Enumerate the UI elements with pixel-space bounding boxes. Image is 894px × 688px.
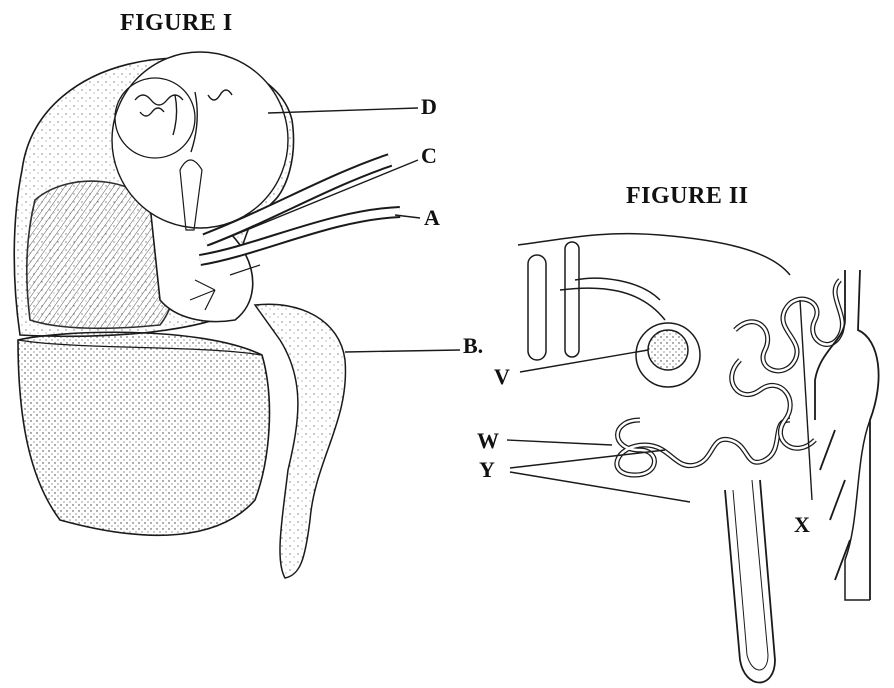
label-W: W	[477, 428, 499, 454]
figure2-nephron	[518, 234, 879, 683]
vessel-left-1	[528, 255, 546, 360]
figure1-title: FIGURE I	[120, 10, 233, 37]
label-V: V	[494, 364, 510, 390]
kidney-lower-lobe	[18, 332, 269, 535]
label-B: B.	[463, 333, 483, 359]
leader-Y1	[510, 450, 665, 468]
leader-W	[507, 440, 612, 445]
leader-B	[345, 350, 460, 352]
figure1-kidney	[14, 52, 400, 578]
leader-Y2	[510, 472, 690, 502]
proximal-tubule	[617, 420, 790, 475]
magnified-inset	[112, 52, 288, 228]
label-X: X	[794, 512, 810, 538]
collecting-duct	[815, 270, 879, 600]
label-Y: Y	[479, 457, 495, 483]
label-D: D	[421, 94, 437, 120]
label-A: A	[424, 205, 440, 231]
glomerulus	[648, 330, 688, 370]
label-C: C	[421, 143, 437, 169]
figure2-title: FIGURE II	[626, 183, 749, 210]
leader-D	[268, 108, 418, 113]
vessel-left-2	[565, 242, 579, 357]
